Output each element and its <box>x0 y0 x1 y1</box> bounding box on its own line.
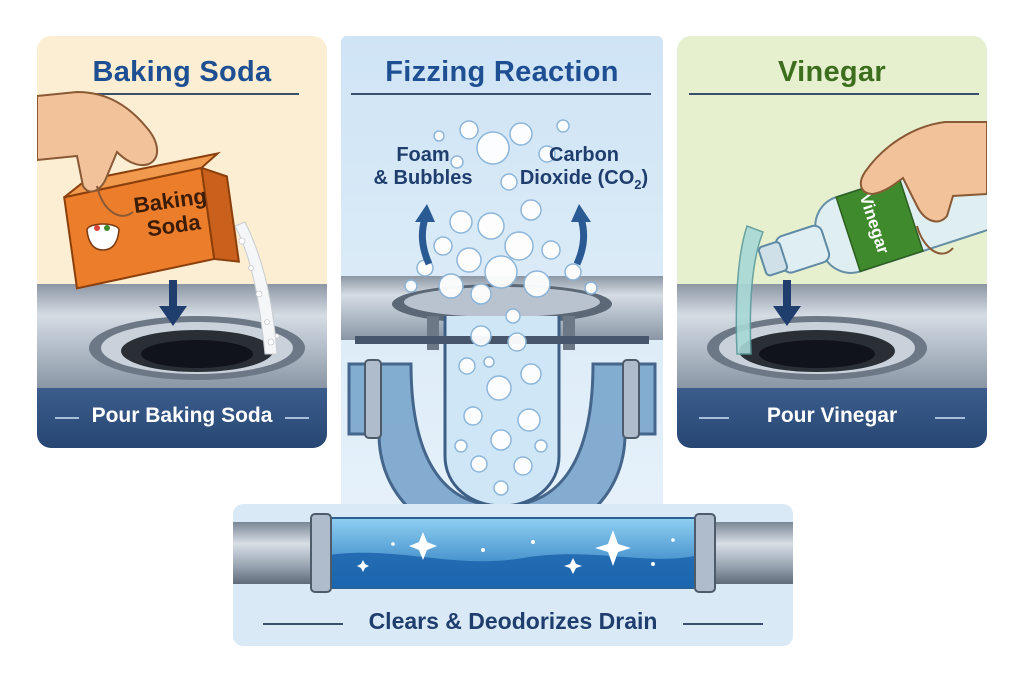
caption-rule-right <box>935 417 965 419</box>
caption-rule-right <box>683 623 763 625</box>
label-carbon: Carbon <box>549 144 619 166</box>
caption-vinegar: Pour Vinegar <box>766 404 898 427</box>
panel-title-fizzing-reaction: Fizzing Reaction <box>385 56 619 88</box>
title-rule <box>87 93 299 95</box>
hand-icon <box>37 90 158 217</box>
label-co2-subscript: 2 <box>634 177 642 192</box>
label-foam-bubbles: Foam & Bubbles <box>373 144 473 189</box>
cup-icon <box>86 223 120 251</box>
panel-title-baking-soda: Baking Soda <box>92 56 272 88</box>
hand-icon <box>859 121 987 255</box>
title-rule <box>351 93 651 95</box>
caption-band: Pour Vinegar <box>677 388 987 448</box>
caption-rule-left <box>55 417 79 419</box>
down-arrow-icon <box>773 280 801 326</box>
caption-result: Clears & Deodorizes Drain <box>368 608 658 634</box>
panel-baking-soda: Baking Soda Baking Soda <box>37 36 327 448</box>
sparkle-icon <box>357 530 675 574</box>
panel-result: Clears & Deodorizes Drain <box>233 504 793 646</box>
label-dioxide: Dioxide (CO <box>519 167 635 189</box>
drain-icon <box>707 316 927 380</box>
pipe-icon <box>233 513 793 593</box>
panel-vinegar: Vinegar Vinegar Pour Vinegar <box>677 36 987 448</box>
up-arrow-icon <box>415 204 591 266</box>
powder-stream <box>234 221 280 355</box>
label-carbon-dioxide: Carbon Dioxide (CO2) <box>509 144 659 193</box>
panel-fizzing-reaction: Fizzing Reaction <box>341 36 663 520</box>
drain-icon <box>89 316 305 380</box>
caption-band: Pour Baking Soda <box>37 388 327 448</box>
down-arrow-icon <box>159 280 187 326</box>
liquid-stream <box>735 225 764 355</box>
label-close-paren: ) <box>641 167 649 189</box>
caption-rule-right <box>285 417 309 419</box>
caption-rule-left <box>263 623 343 625</box>
title-rule <box>689 93 979 95</box>
caption-baking-soda: Pour Baking Soda <box>91 404 273 427</box>
caption-rule-left <box>699 417 729 419</box>
bubbles-icon <box>404 119 598 496</box>
panel-title-vinegar: Vinegar <box>778 56 886 88</box>
